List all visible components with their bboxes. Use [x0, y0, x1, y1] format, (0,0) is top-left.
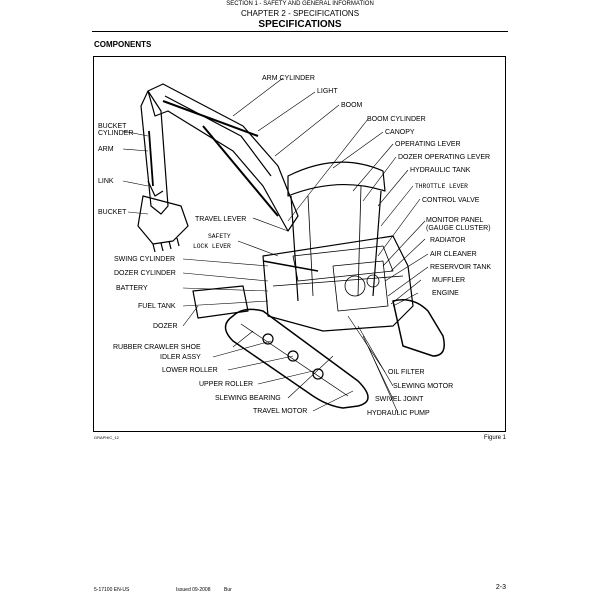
label-battery: BATTERY — [116, 285, 148, 292]
label-monitor-panel: MONITOR PANEL — [426, 217, 483, 224]
label-muffler: MUFFLER — [432, 277, 465, 284]
footer-lang: Bur — [224, 587, 232, 593]
label-bucket-cylinder-2: CYLINDER — [98, 130, 133, 137]
label-light: LIGHT — [317, 88, 338, 95]
label-arm-cylinder: ARM CYLINDER — [262, 75, 315, 82]
page-title: SPECIFICATIONS — [258, 19, 342, 30]
label-upper-roller: UPPER ROLLER — [199, 381, 253, 388]
label-fuel-tank: FUEL TANK — [138, 303, 176, 310]
label-operating-lever: OPERATING LEVER — [395, 141, 461, 148]
footer-doc-number: 5-17100 EN-US — [94, 587, 130, 593]
section-header: SECTION 1 - SAFETY AND GENERAL INFORMATI… — [226, 1, 374, 7]
label-boom-cylinder: BOOM CYLINDER — [367, 116, 426, 123]
leader-lines — [122, 77, 429, 414]
excavator-diagram: ARM CYLINDER LIGHT BOOM BOOM CYLINDER CA… — [98, 75, 491, 417]
label-swivel-joint: SWIVEL JOINT — [375, 396, 424, 403]
label-gauge-cluster: (GAUGE CLUSTER) — [426, 225, 491, 232]
label-canopy: CANOPY — [385, 129, 415, 136]
label-idler-assy: IDLER ASSY — [160, 354, 201, 361]
header-rule — [92, 31, 508, 32]
label-lower-roller: LOWER ROLLER — [162, 367, 218, 374]
label-swing-cylinder: SWING CYLINDER — [114, 256, 175, 263]
footer-issued: Issued 09-2008 — [176, 587, 211, 593]
graphic-code: GRAPHIC_12 — [94, 435, 119, 440]
label-hydraulic-pump: HYDRAULIC PUMP — [367, 410, 430, 417]
label-safety-lock-1: SAFETY — [208, 233, 231, 240]
label-bucket: BUCKET — [98, 209, 127, 216]
label-boom: BOOM — [341, 102, 363, 109]
label-travel-lever: TRAVEL LEVER — [195, 216, 246, 223]
label-throttle-lever: THROTTLE LEVER — [415, 183, 468, 190]
label-dozer-operating-lever: DOZER OPERATING LEVER — [398, 154, 490, 161]
label-travel-motor: TRAVEL MOTOR — [253, 408, 307, 415]
label-engine: ENGINE — [432, 290, 459, 297]
label-safety-lock-2: LOCK LEVER — [193, 243, 231, 250]
label-slewing-bearing: SLEWING BEARING — [215, 395, 281, 402]
page-number: 2-3 — [495, 584, 506, 591]
label-reservoir-tank: RESERVOIR TANK — [430, 264, 491, 271]
figure-frame — [93, 56, 506, 432]
label-dozer-cylinder: DOZER CYLINDER — [114, 270, 176, 277]
label-control-valve: CONTROL VALVE — [422, 197, 480, 204]
figure-caption: Figure 1 — [483, 435, 506, 441]
label-air-cleaner: AIR CLEANER — [430, 251, 477, 258]
label-arm: ARM — [98, 146, 114, 153]
label-rubber-crawler-shoe: RUBBER CRAWLER SHOE — [113, 344, 201, 351]
label-hydraulic-tank: HYDRAULIC TANK — [410, 167, 471, 174]
label-radiator: RADIATOR — [430, 237, 466, 244]
label-dozer: DOZER — [153, 323, 178, 330]
label-slewing-motor: SLEWING MOTOR — [393, 383, 453, 390]
chapter-header: CHAPTER 2 - SPECIFICATIONS — [240, 9, 360, 18]
section-heading: COMPONENTS — [94, 40, 152, 49]
label-link: LINK — [98, 178, 114, 185]
label-oil-filter: OIL FILTER — [388, 369, 425, 376]
excavator-drawing — [137, 83, 445, 409]
label-bucket-cylinder-1: BUCKET — [98, 123, 127, 130]
